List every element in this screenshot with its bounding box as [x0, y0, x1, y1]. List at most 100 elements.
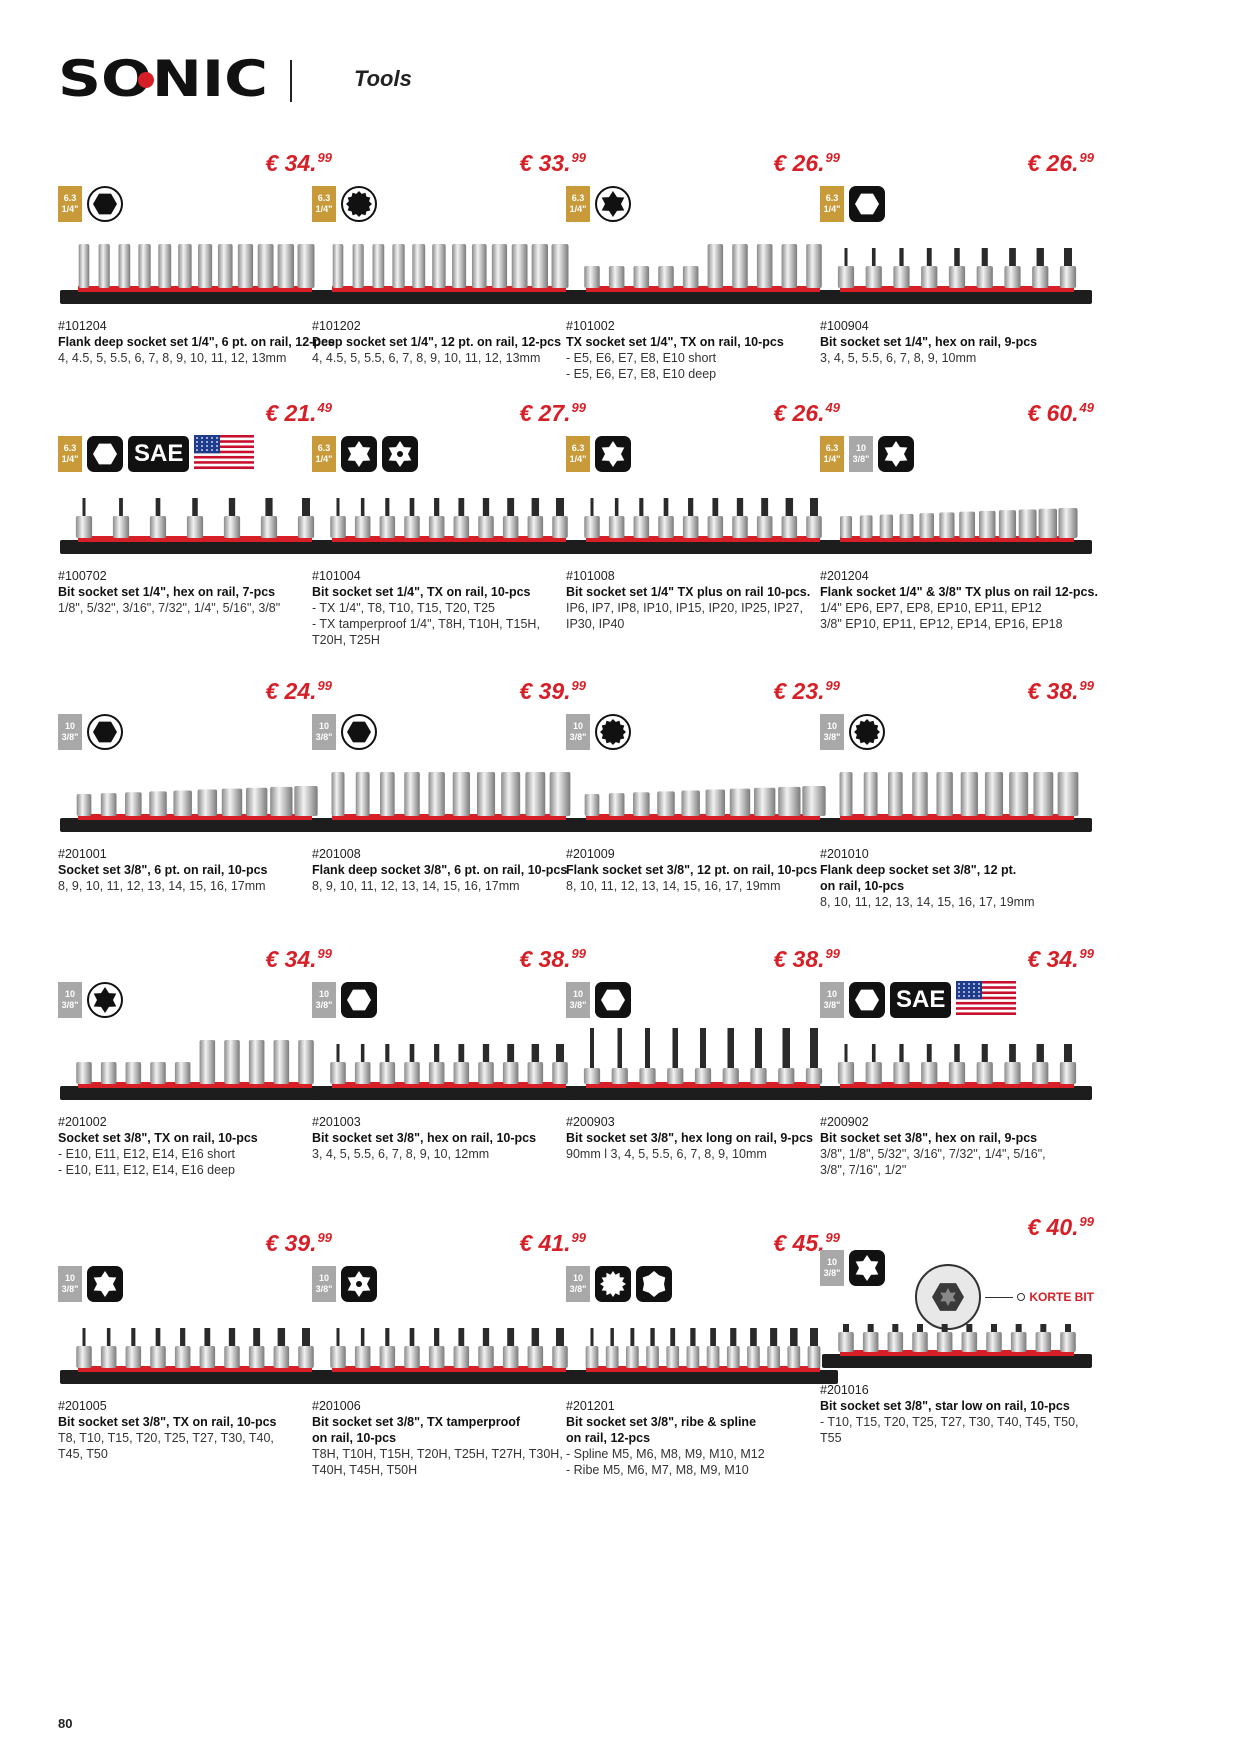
price-cents: 99 [571, 1230, 586, 1245]
drive-mm: 10 [318, 1273, 329, 1283]
spec-line: T8H, T10H, T15H, T20H, T25H, T27H, T30H, [312, 1447, 563, 1461]
bit-shank [899, 1044, 904, 1062]
socket-item [686, 1346, 700, 1368]
bit-shank [228, 498, 236, 516]
bit-shank [844, 1044, 848, 1062]
bit-shank [761, 498, 769, 516]
socket-item [682, 266, 699, 288]
bit-shank [434, 1044, 440, 1062]
callout-dot [1017, 1293, 1026, 1301]
product-name: Bit socket set 3/8", hex on rail, 10-pcs [312, 1131, 537, 1145]
product-sku: #101008 [566, 569, 615, 583]
product-price: € 26.99 [773, 150, 840, 177]
socket-item [839, 516, 853, 538]
socket-item [658, 266, 674, 288]
price-cents: 49 [825, 400, 840, 415]
socket-item [998, 510, 1017, 538]
socket-item [331, 772, 345, 816]
bit-shank [785, 498, 794, 516]
price-main: € 23. [773, 678, 825, 704]
usa-flag-icon [194, 434, 255, 474]
socket-item [217, 244, 233, 288]
bit-shank [482, 1328, 490, 1346]
socket-item [330, 1062, 346, 1084]
drive-mm: 6.3 [63, 193, 77, 203]
rail-clips [586, 536, 820, 542]
price-main: € 39. [265, 1230, 317, 1256]
socket-item [1004, 1062, 1021, 1084]
bit-shank [690, 1328, 696, 1346]
socket-item [694, 1068, 712, 1084]
rail-bar [60, 290, 330, 304]
bit-shank [991, 1324, 997, 1332]
korte-bit-image [915, 1264, 982, 1330]
product-sku: #201016 [820, 1383, 869, 1397]
socket-item [453, 516, 470, 538]
price-cents: 49 [1079, 400, 1094, 415]
socket-item [778, 786, 801, 816]
product-sku: #201002 [58, 1115, 107, 1129]
bit-shank [507, 1328, 515, 1346]
rail-bar [568, 290, 838, 304]
socket-item [125, 792, 142, 816]
rail-bar [822, 1354, 1092, 1368]
socket-item [453, 1062, 470, 1084]
torx-plus-icon [595, 436, 631, 472]
socket-item [149, 516, 167, 538]
socket-item [453, 1346, 470, 1368]
socket-item [781, 244, 798, 288]
socket-item [428, 1346, 445, 1368]
socket-item [491, 244, 508, 288]
price-cents: 99 [571, 946, 586, 961]
socket-item [248, 1346, 265, 1368]
drive-mm: 6.3 [825, 443, 839, 453]
drive-inch: 3/8" [315, 1000, 333, 1010]
bit-shank [926, 1044, 932, 1062]
socket-item [1018, 509, 1037, 538]
rail-clips [840, 536, 1074, 542]
socket-item [471, 244, 487, 288]
drive-inch: 3/8" [569, 732, 587, 742]
socket-item [1010, 1332, 1027, 1352]
socket-item [298, 1040, 314, 1084]
socket-item [583, 1068, 601, 1084]
socket-item [100, 1062, 117, 1084]
bit-shank [556, 1044, 564, 1062]
socket-item [608, 516, 625, 538]
product-sku: #201201 [566, 1399, 615, 1413]
bit-shank [917, 1324, 923, 1332]
bit-shank [131, 1328, 136, 1346]
bit-shank [409, 1328, 415, 1346]
socket-item [633, 516, 650, 538]
socket-item [1032, 1062, 1049, 1084]
product-name: TX socket set 1/4", TX on rail, 10-pcs [566, 335, 784, 349]
product-price: € 45.99 [773, 1230, 840, 1257]
product-name-cont: on rail, 10-pcs [820, 879, 905, 893]
product-name-cont: on rail, 12-pcs [566, 1431, 651, 1445]
rail-bar [314, 818, 584, 832]
socket-item [939, 512, 955, 538]
bit-shank [610, 1328, 614, 1346]
page-number: 80 [58, 1716, 73, 1731]
logo-red-dot [138, 72, 154, 88]
rail-bar [314, 290, 584, 304]
spec-line: T55 [820, 1431, 842, 1445]
socket-item [707, 516, 724, 538]
page-header: SONIC Tools [58, 50, 1188, 108]
product-spec: T8H, T10H, T15H, T20H, T25H, T27H, T30H,… [312, 1446, 592, 1478]
rail-clips [840, 286, 1074, 292]
rail-bar [60, 1086, 330, 1100]
bit-shank [82, 1328, 86, 1346]
